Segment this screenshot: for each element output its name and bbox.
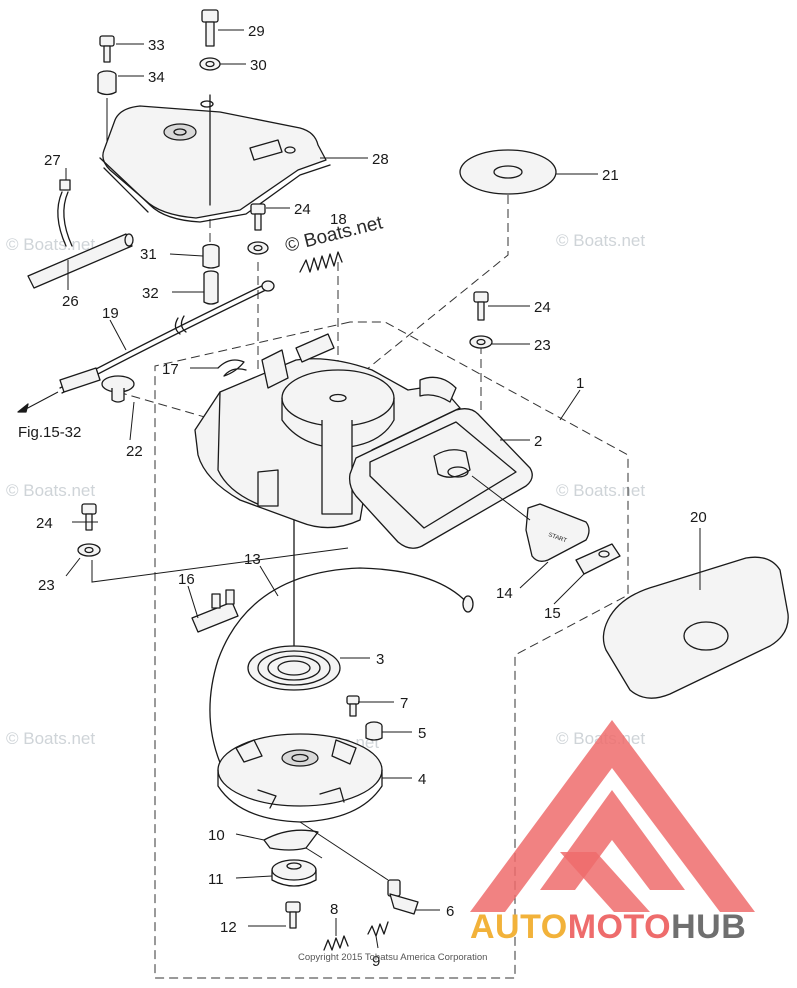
callout-15: 15 bbox=[544, 605, 561, 622]
callout-10: 10 bbox=[208, 827, 225, 844]
part-18-spring bbox=[299, 251, 343, 273]
callout-29: 29 bbox=[248, 23, 265, 40]
part-33-bolt bbox=[99, 35, 115, 63]
part-28-cover bbox=[99, 94, 331, 223]
watermark: © Boats.net bbox=[6, 729, 95, 748]
callout-20: 20 bbox=[690, 509, 707, 526]
logo-slash bbox=[560, 852, 650, 912]
assembly-outline bbox=[154, 321, 629, 979]
callout-21: 21 bbox=[602, 167, 619, 184]
washer bbox=[247, 241, 269, 255]
part-20-pad bbox=[602, 556, 789, 699]
part-22-stopper bbox=[101, 375, 135, 403]
part-34-collar bbox=[97, 70, 117, 150]
part-24-bolt-left bbox=[81, 503, 97, 531]
part-24-bolt-right bbox=[473, 291, 489, 321]
callout-28: 28 bbox=[372, 151, 389, 168]
part-19-cable bbox=[17, 280, 275, 413]
part-27-clip bbox=[57, 179, 73, 247]
callout-7: 7 bbox=[400, 695, 408, 712]
logo-triangle-outer bbox=[470, 720, 755, 912]
callout-12: 12 bbox=[220, 919, 237, 936]
logo-wordmark: AUTOMOTOHUB bbox=[470, 908, 746, 946]
part-9-spring bbox=[367, 921, 389, 937]
leader-lines bbox=[65, 29, 701, 949]
dashed-leaders bbox=[117, 195, 509, 421]
callout-22: 22 bbox=[126, 443, 143, 460]
part-17-clip bbox=[217, 359, 247, 377]
part-23-washer-right bbox=[469, 335, 493, 349]
callout-6: 6 bbox=[446, 903, 454, 920]
part-21-plate bbox=[459, 149, 557, 195]
brand-logo: AUTOMOTOHUB bbox=[470, 720, 755, 946]
callout-24-left: 24 bbox=[36, 515, 53, 532]
part-8-spring bbox=[323, 935, 349, 951]
callout-17: 17 bbox=[162, 361, 179, 378]
copyright-notice: Copyright 2015 Tohatsu America Corporati… bbox=[298, 952, 487, 963]
part-14-handle: START bbox=[471, 475, 590, 562]
callout-24-top: 24 bbox=[294, 201, 311, 218]
part-30-washer bbox=[199, 57, 221, 71]
callout-3: 3 bbox=[376, 651, 384, 668]
part-3-spiral-spring bbox=[247, 519, 341, 691]
part-29-bolt bbox=[201, 9, 219, 47]
part-12-bolt bbox=[285, 901, 301, 929]
callout-5: 5 bbox=[418, 725, 426, 742]
watermark: © Boats.net bbox=[6, 481, 95, 500]
part-10-plate bbox=[263, 821, 389, 881]
part-26-rod bbox=[27, 233, 134, 289]
callout-1: 1 bbox=[576, 375, 584, 392]
watermark: © Boats.net bbox=[556, 231, 645, 250]
callout-30: 30 bbox=[250, 57, 267, 74]
part-7-bolt bbox=[346, 695, 360, 717]
watermark: © Boats.net bbox=[556, 481, 645, 500]
callout-32: 32 bbox=[142, 285, 159, 302]
callout-23-right: 23 bbox=[534, 337, 551, 354]
part-16-guide bbox=[191, 589, 239, 633]
part-11-cap bbox=[271, 859, 317, 887]
callout-8: 8 bbox=[330, 901, 338, 918]
part-32-sleeve bbox=[203, 270, 219, 305]
part-13-rope bbox=[209, 567, 474, 791]
part-23-washer-left bbox=[77, 543, 349, 583]
callout-14: 14 bbox=[496, 585, 513, 602]
part-24-bolt-top bbox=[250, 203, 266, 231]
callout-2: 2 bbox=[534, 433, 542, 450]
callout-34: 34 bbox=[148, 69, 165, 86]
part-5-collar bbox=[365, 721, 383, 741]
callout-4: 4 bbox=[418, 771, 426, 788]
callout-9: 9 bbox=[372, 953, 380, 970]
figure-reference: Fig.15-32 bbox=[18, 424, 81, 441]
callouts: 33 34 29 30 28 21 27 26 24 18 31 32 19 1… bbox=[18, 23, 707, 970]
part-4-reel bbox=[217, 733, 383, 823]
callout-18: 18 bbox=[330, 211, 347, 228]
part-1-housing bbox=[194, 333, 461, 529]
callout-11: 11 bbox=[208, 871, 224, 888]
callout-24-right: 24 bbox=[534, 299, 551, 316]
logo-word-auto: AUTO bbox=[470, 908, 568, 946]
part-31-collar bbox=[202, 243, 220, 269]
callout-31: 31 bbox=[140, 246, 157, 263]
callout-19: 19 bbox=[102, 305, 119, 322]
logo-word-moto: MOTO bbox=[568, 908, 671, 946]
part-15-insert bbox=[575, 543, 621, 575]
part-6-pawl bbox=[387, 879, 419, 915]
callout-23-left: 23 bbox=[38, 577, 55, 594]
callout-26: 26 bbox=[62, 293, 79, 310]
callout-27: 27 bbox=[44, 152, 61, 169]
watermark: © Boats.net bbox=[6, 235, 95, 254]
callout-16: 16 bbox=[178, 571, 195, 588]
callout-13: 13 bbox=[244, 551, 261, 568]
part-2-frame bbox=[348, 408, 533, 549]
callout-33: 33 bbox=[148, 37, 165, 54]
logo-word-hub: HUB bbox=[671, 908, 746, 946]
